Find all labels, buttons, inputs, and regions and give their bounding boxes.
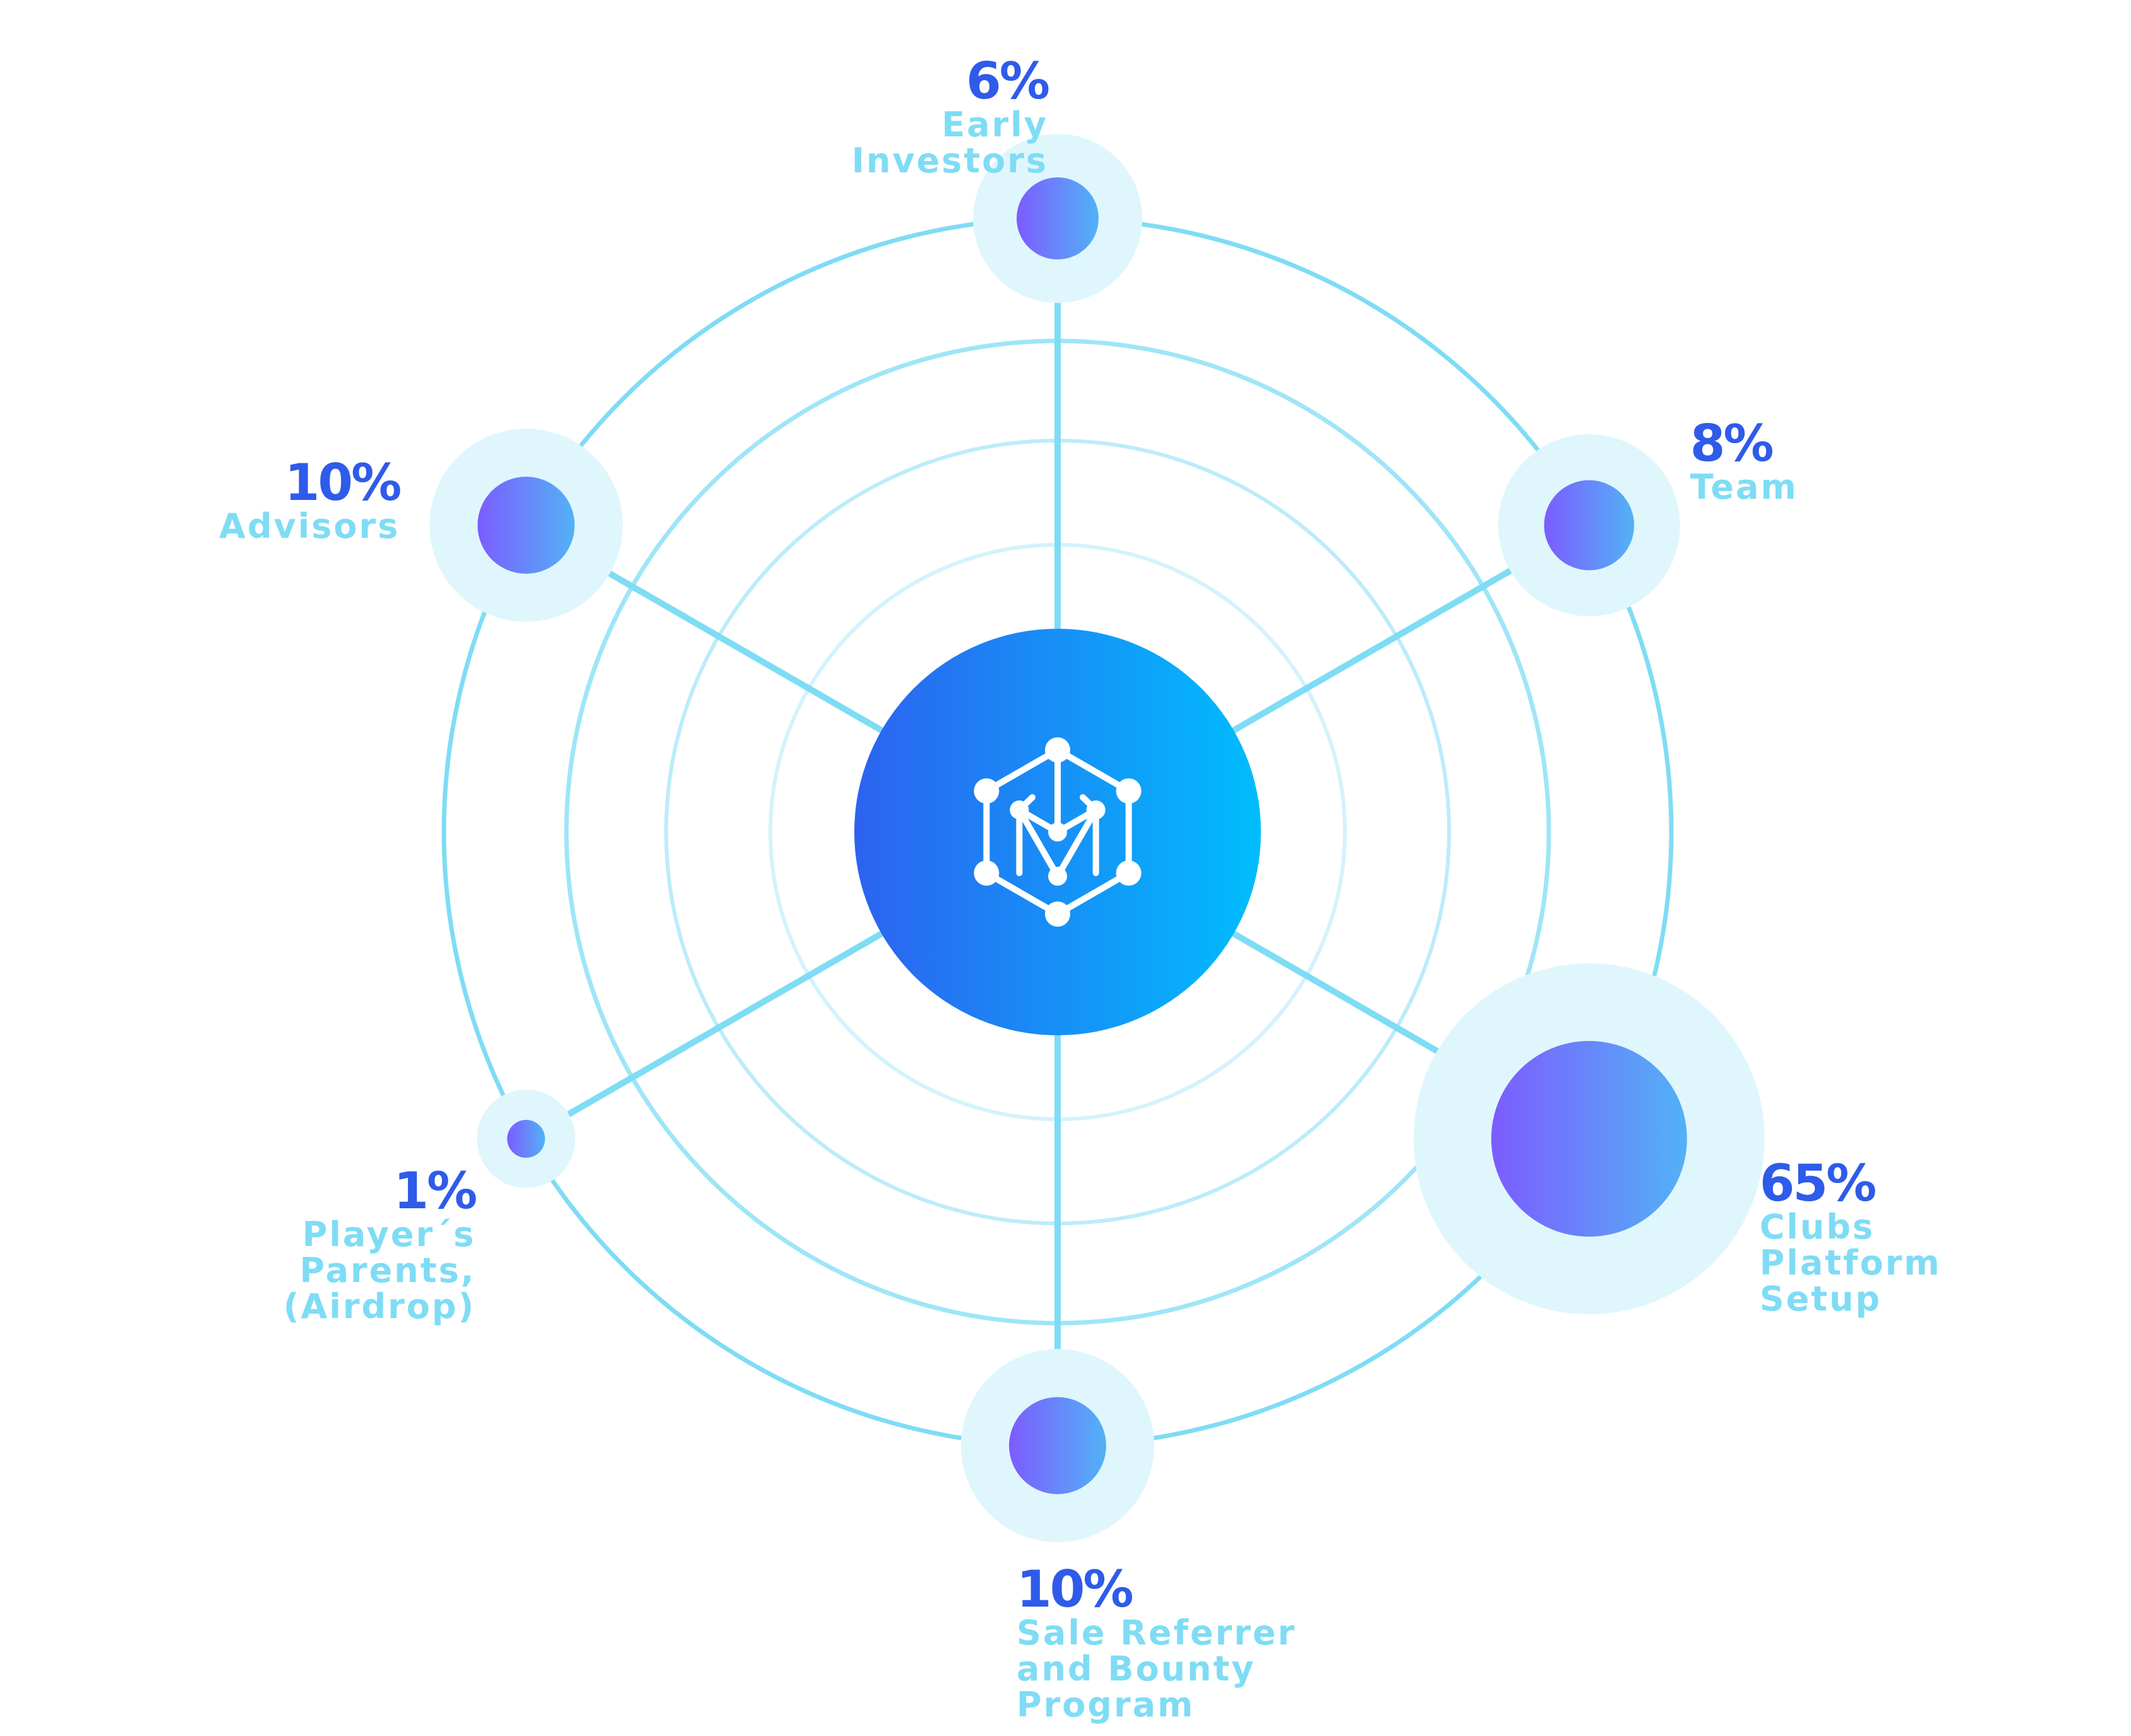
slice-category-label-5-line-2: Parents, <box>299 1251 475 1290</box>
network-cube-icon <box>974 737 1142 927</box>
slice-category-label-5-line-1: Player´s <box>302 1215 475 1254</box>
slice-category-label-4-line-2: and Bounty <box>1017 1649 1256 1689</box>
slice-category-label-3-line-3: Setup <box>1760 1279 1882 1319</box>
slice-category-label-2-line-1: Team <box>1690 467 1798 507</box>
slice-percent-label-2: 8% <box>1690 414 1773 473</box>
slice-bubble-5 <box>507 1120 546 1158</box>
slice-percent-label-6: 10% <box>285 453 400 512</box>
slice-percent-label-1: 6% <box>966 52 1049 110</box>
slice-percent-label-5: 1% <box>393 1162 476 1220</box>
slice-percent-label-4: 10% <box>1017 1560 1132 1619</box>
slice-bubble-6 <box>477 477 575 574</box>
slice-bubble-3 <box>1491 1041 1687 1237</box>
slice-bubble-1 <box>1017 177 1099 259</box>
slice-category-label-3-line-1: Clubs <box>1760 1207 1875 1247</box>
slice-category-label-4-line-1: Sale Referrer <box>1017 1613 1296 1653</box>
slice-bubble-4 <box>1009 1397 1106 1494</box>
slice-category-label-3-line-2: Platform <box>1760 1243 1942 1283</box>
slice-category-label-1-line-2: Investors <box>852 141 1048 181</box>
slice-percent-label-3: 65% <box>1760 1154 1875 1213</box>
slice-bubble-2 <box>1544 480 1635 571</box>
slice-category-label-6-line-1: Advisors <box>219 506 400 546</box>
slice-category-label-1-line-1: Early <box>941 105 1048 145</box>
slice-category-label-4-line-3: Program <box>1017 1685 1195 1725</box>
slice-category-label-5-line-3: (Airdrop) <box>284 1287 475 1326</box>
